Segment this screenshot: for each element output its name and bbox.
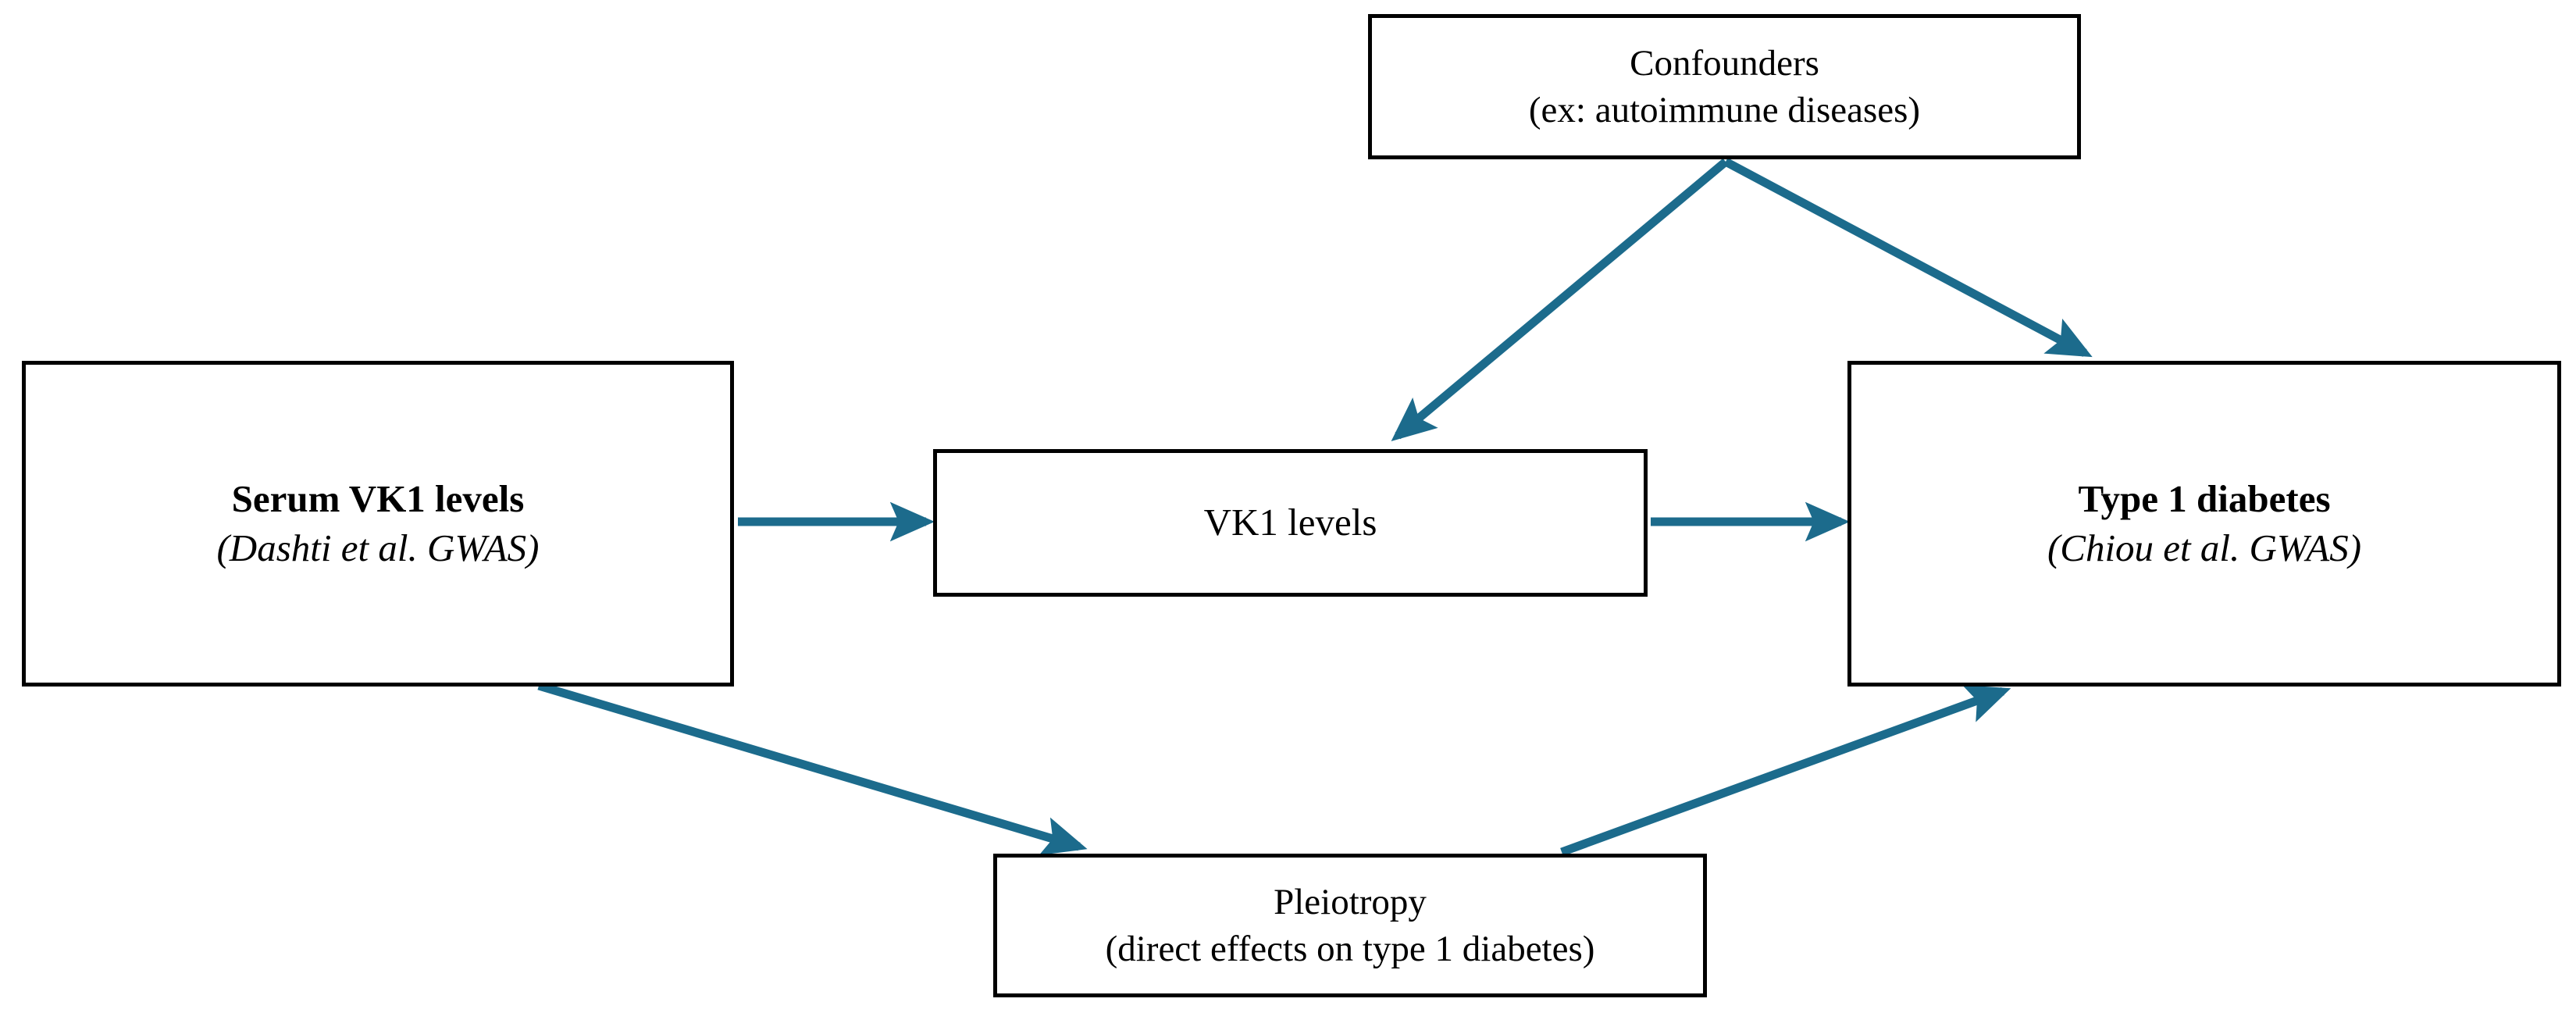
arrow-confounders-to-mediator (1391, 158, 1729, 442)
pleiotropy-title: Pleiotropy (1274, 881, 1427, 922)
outcome-source: (Chiou et al. GWAS) (2047, 526, 2362, 569)
exposure-source: (Dashti et al. GWAS) (216, 526, 540, 569)
arrow-exposure-to-pleiotropy (537, 681, 1088, 856)
serum-vk1-levels-box: Serum VK1 levels (Dashti et al. GWAS) (22, 361, 734, 687)
confounders-box: Confounders (ex: autoimmune diseases) (1368, 14, 2081, 159)
confounders-subtitle: (ex: autoimmune diseases) (1528, 90, 1921, 130)
outcome-title: Type 1 diabetes (2078, 476, 2331, 520)
arrow-confounders-to-outcome (1723, 158, 2093, 358)
arrow-pleiotropy-to-outcome (1560, 685, 2011, 857)
vk1-levels-box: VK1 levels (933, 449, 1648, 597)
mediator-title: VK1 levels (1203, 501, 1377, 544)
pleiotropy-box: Pleiotropy (direct effects on type 1 dia… (993, 854, 1707, 997)
confounders-title: Confounders (1630, 42, 1819, 84)
type-1-diabetes-box: Type 1 diabetes (Chiou et al. GWAS) (1847, 361, 2561, 687)
pleiotropy-subtitle: (direct effects on type 1 diabetes) (1105, 929, 1595, 969)
exposure-title: Serum VK1 levels (231, 476, 525, 520)
